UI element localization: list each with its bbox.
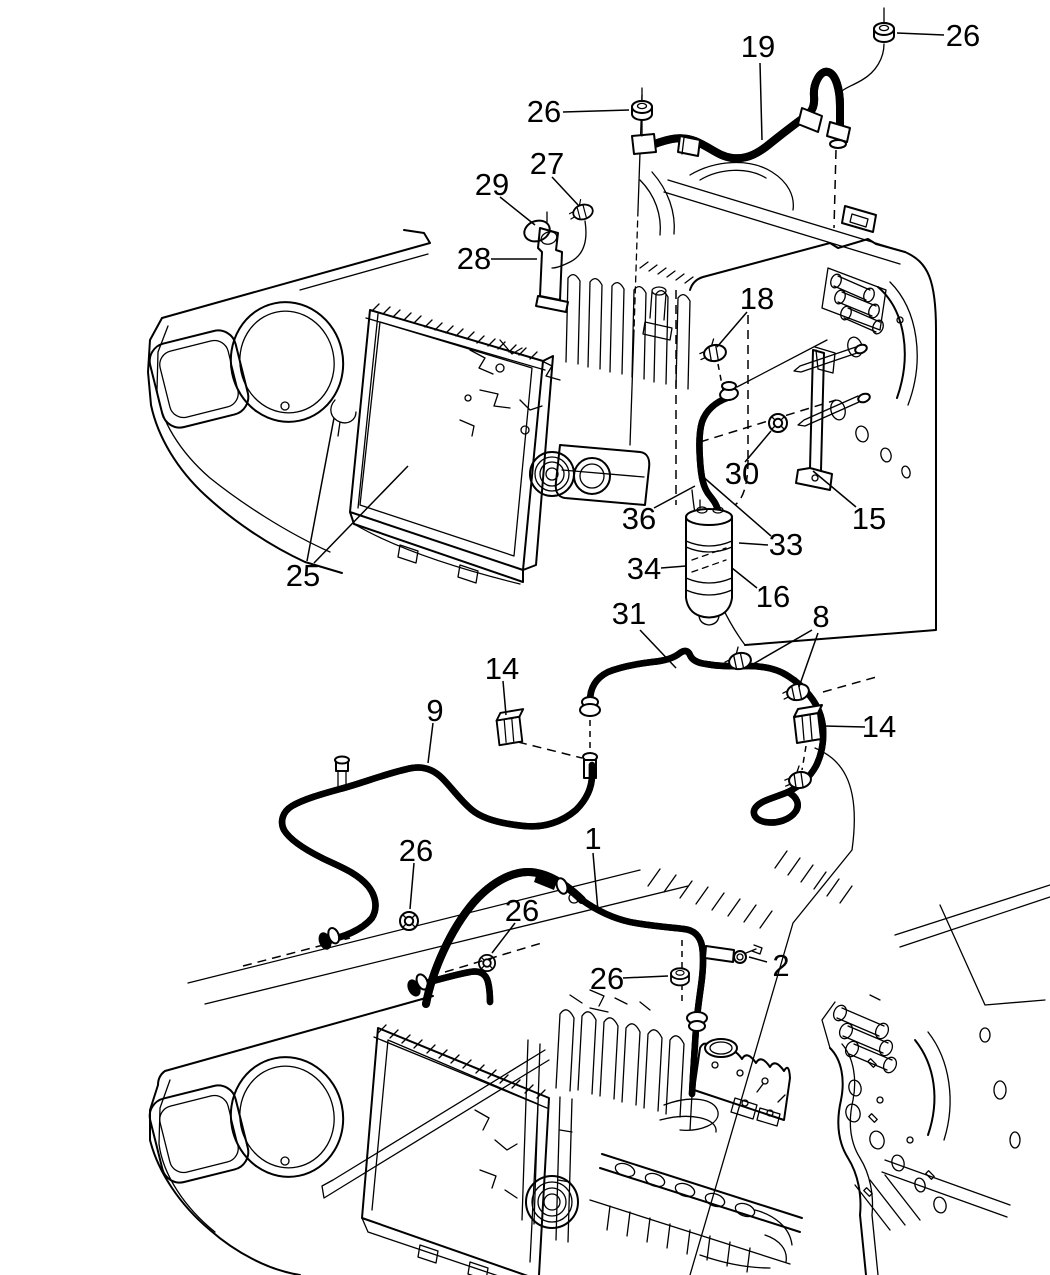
grommet-26-a — [399, 911, 419, 931]
grommet-30 — [768, 413, 788, 433]
callout-9: 9 — [426, 693, 443, 728]
callout-1: 1 — [584, 821, 601, 856]
clip-8b — [779, 675, 812, 704]
callout-26-mid-left: 26 — [399, 833, 433, 868]
bracket-15 — [795, 346, 836, 491]
callout-15: 15 — [852, 501, 886, 536]
callout-14-left: 14 — [485, 651, 519, 686]
callout-14-right: 14 — [862, 709, 896, 744]
callout-28: 28 — [457, 241, 491, 276]
callout-36: 36 — [622, 501, 656, 536]
line-31 — [495, 644, 824, 822]
fender-upper — [147, 229, 431, 574]
receiver-drier-16 — [685, 499, 733, 626]
mounting-screws — [793, 343, 871, 427]
line-1 — [422, 868, 763, 1131]
liquid-line-and-drier — [675, 290, 837, 626]
callout-29: 29 — [475, 167, 509, 202]
callout-27: 27 — [530, 146, 564, 181]
callout-2: 2 — [772, 948, 789, 983]
firewall-lower — [821, 994, 1021, 1275]
upper-view — [147, 7, 945, 646]
retainer-14-left — [495, 708, 525, 747]
lower-view — [148, 629, 1050, 1275]
retainer-14-right — [793, 704, 823, 744]
firewall-upper — [663, 179, 937, 646]
fender-lower — [148, 995, 434, 1275]
callout-30: 30 — [725, 456, 759, 491]
condenser-upper — [330, 303, 554, 585]
callout-33: 33 — [769, 527, 803, 562]
clip-27 — [565, 196, 596, 224]
callout-labels: 26 19 26 27 29 28 18 30 36 15 33 34 25 1… — [286, 18, 980, 996]
callout-25: 25 — [286, 558, 320, 593]
engine-lower — [474, 989, 803, 1273]
callout-18: 18 — [740, 281, 774, 316]
line-9 — [282, 755, 596, 953]
nut-26-upper-left — [631, 100, 653, 121]
callout-8: 8 — [812, 599, 829, 634]
hose-19 — [631, 7, 895, 229]
line-9-end-fitting — [314, 925, 344, 953]
elbow-tube-lower — [403, 941, 546, 1006]
valve-2 — [704, 944, 763, 964]
clip-8c — [782, 763, 814, 792]
nut-26-c — [670, 967, 690, 987]
callout-34: 34 — [627, 551, 661, 586]
callout-31: 31 — [612, 596, 646, 631]
heater-tubes-upper — [821, 267, 887, 335]
bracket-28-29 — [523, 196, 596, 313]
leader-lines-lower — [409, 629, 866, 979]
nut-26-top-right — [873, 22, 895, 43]
condenser-lower — [321, 1024, 550, 1275]
callout-26-bottom: 26 — [590, 961, 624, 996]
callout-26-lower-left: 26 — [505, 893, 539, 928]
callout-26-upper-left: 26 — [527, 94, 561, 129]
callout-26-top-right: 26 — [946, 18, 980, 53]
callout-19: 19 — [741, 29, 775, 64]
callout-16: 16 — [756, 579, 790, 614]
heater-tubes-lower — [832, 994, 898, 1074]
engine-upper — [459, 94, 794, 506]
leader-lines-upper — [306, 32, 945, 589]
